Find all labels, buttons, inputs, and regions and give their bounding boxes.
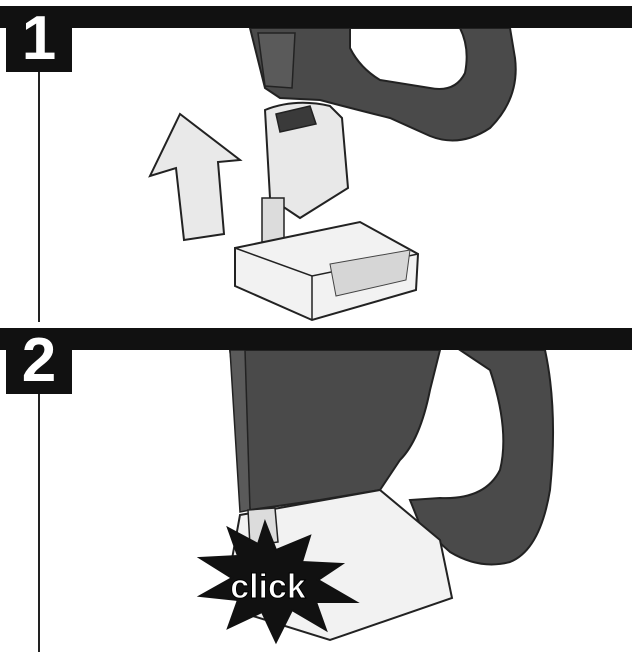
step-2-header-bar: [0, 328, 632, 350]
step-2-number: 2: [6, 328, 72, 394]
battery-pack: [235, 103, 418, 320]
step-1-number: 1: [6, 6, 72, 72]
step-2-illustration: click: [80, 350, 632, 652]
step-1-panel: 1: [0, 0, 632, 322]
step-1-illustration: [80, 28, 632, 322]
step-2-rule: [38, 394, 40, 652]
step-2-panel: 2 click: [0, 322, 632, 652]
click-callout: click: [230, 568, 306, 606]
step-1-header-bar: [0, 6, 632, 28]
step-1-rule: [38, 72, 40, 322]
up-arrow-icon: [150, 114, 240, 240]
